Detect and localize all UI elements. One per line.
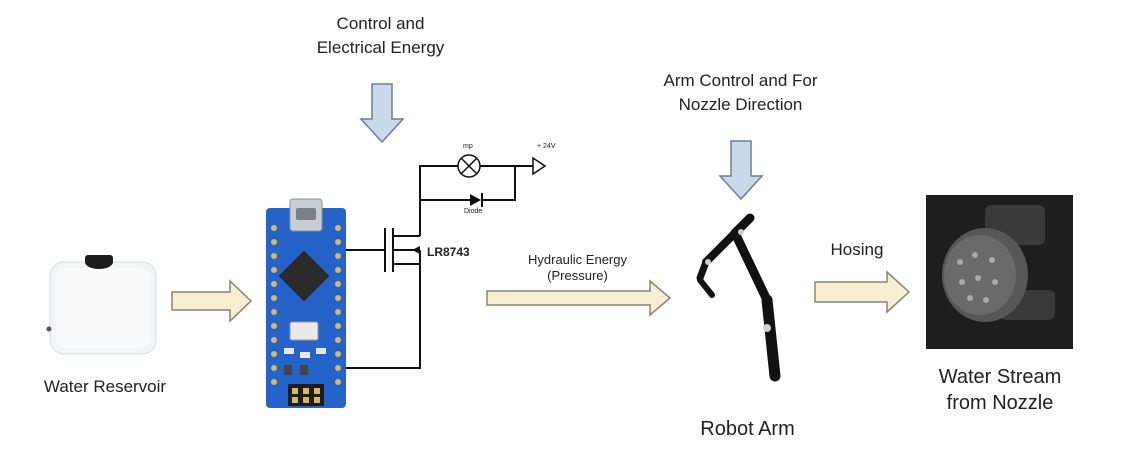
water-reservoir-label: Water Reservoir: [43, 377, 167, 396]
lamp-icon: [457, 154, 481, 178]
robot-arm-label: Robot Arm: [700, 418, 795, 440]
water-stream-label-line1: Water Stream: [938, 366, 1062, 388]
hydraulic-energy-label: Hydraulic Energy (Pressure): [505, 252, 650, 284]
mosfet-circuit: [346, 156, 547, 369]
supply-label: + 24V: [537, 143, 556, 150]
robot-arm-image: [696, 213, 781, 382]
water-stream-label: Water Stream from Nozzle: [915, 364, 1085, 416]
hydraulic-energy-arrow: [486, 279, 672, 317]
microcontroller-board-image: [266, 198, 346, 408]
arm-control-label-line1: Arm Control and For: [663, 71, 818, 90]
mosfet-label: LR8743: [427, 245, 470, 259]
water-stream-label-line2: from Nozzle: [946, 392, 1054, 414]
arm-control-down-arrow: [718, 140, 764, 201]
water-reservoir-image: [46, 255, 157, 355]
hydraulic-energy-label-line1: Hydraulic Energy: [528, 252, 627, 267]
hosing-label: Hosing: [830, 240, 884, 259]
diode-label: Diode: [464, 208, 483, 215]
arm-control-label: Arm Control and For Nozzle Direction: [628, 69, 853, 117]
hydraulic-energy-label-line2: (Pressure): [547, 268, 608, 283]
mosfet-gate-arrow: [412, 246, 420, 254]
reservoir-to-board-arrow: [171, 279, 253, 323]
lamp-label: mp: [463, 143, 473, 150]
control-energy-down-arrow: [359, 83, 405, 144]
control-energy-label-line1: Control and: [336, 14, 425, 33]
control-energy-label-line2: Electrical Energy: [316, 38, 445, 57]
diode-icon: [470, 193, 483, 207]
control-energy-label: Control and Electrical Energy: [278, 12, 483, 60]
arm-control-label-line2: Nozzle Direction: [678, 95, 803, 114]
hosing-arrow: [814, 270, 911, 314]
water-nozzle-image: [926, 195, 1073, 349]
